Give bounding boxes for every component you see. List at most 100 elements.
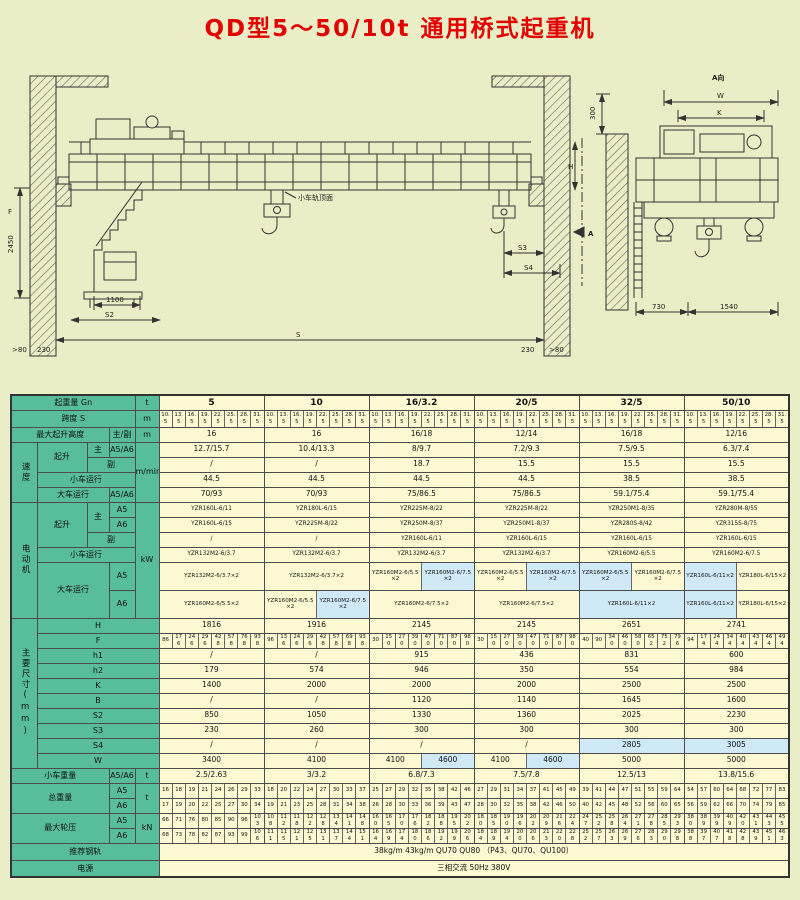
side-view-trolley: [89, 115, 185, 155]
cell: 1120: [368, 692, 475, 709]
cell: 16/18: [578, 426, 685, 443]
dim-2450-label: 2450: [7, 235, 15, 253]
wheel-load-label: 最大轮压: [10, 812, 110, 844]
cell: 1816: [158, 617, 265, 634]
cell: YZR132M2-6/3.7: [368, 546, 475, 563]
cell: 2651: [578, 617, 685, 634]
cell: YZR160L-6/11×2: [578, 589, 685, 619]
cell: 946: [368, 662, 475, 679]
cell: YZR132M2-6/3.7×2: [158, 561, 265, 591]
cell: 3400: [158, 752, 265, 769]
cell: YZR250M1-8/37: [473, 516, 580, 533]
cell: 8/9.7: [368, 441, 475, 458]
cell: YZR160L-6/15: [683, 531, 790, 548]
cell: 44.5: [473, 471, 580, 488]
section-motor: 电动机: [10, 501, 38, 619]
cell: 2500: [578, 677, 685, 694]
cell: YZR160M2-6/7.5×2: [473, 589, 580, 619]
cell: YZR315S-8/75: [683, 516, 790, 533]
cell: 260: [263, 722, 370, 739]
a5a6-label: A5/A6: [108, 486, 136, 503]
cell: 1645: [578, 692, 685, 709]
cell: 300: [368, 722, 475, 739]
cell: /: [263, 456, 370, 473]
span-unit: m: [134, 409, 160, 428]
cell: YZR160L-6/11: [368, 531, 475, 548]
dim-gt80-right-label: >80: [549, 346, 564, 354]
cell: /: [158, 737, 265, 754]
cell: 2000: [368, 677, 475, 694]
cell: /: [158, 647, 265, 664]
side-view-stairs-cab: [83, 181, 143, 308]
cell: 554: [578, 662, 685, 679]
cell: /: [158, 692, 265, 709]
dim-f-label: F: [8, 208, 12, 216]
cell: 6.8/7.3: [368, 767, 475, 784]
dim-300-label: 300: [589, 107, 597, 120]
cell: 2230: [683, 707, 790, 724]
cell: /: [263, 737, 370, 754]
total-weight-label: 总重量: [10, 782, 110, 814]
cell: YZR132M2-6/3.7: [473, 546, 580, 563]
cell: 32/5: [578, 394, 685, 411]
dim-span-label: S: [296, 331, 301, 339]
cell: 70/93: [263, 486, 370, 503]
dim-S2-label: S2: [36, 707, 160, 724]
cell: 2145: [473, 617, 580, 634]
hoist-label: 起升: [36, 441, 88, 473]
cell: 1916: [263, 617, 370, 634]
dim-h1-label: h1: [36, 647, 160, 664]
end-view: [596, 90, 779, 316]
cell: 2000: [263, 677, 370, 694]
row-rail: 推荐钢轨 38kg/m 43kg/m QU70 QU80 （P43、QU70、Q…: [10, 842, 790, 861]
cell: 179: [158, 662, 265, 679]
cell: 436: [473, 647, 580, 664]
height-unit: m: [134, 426, 160, 443]
cell: 850: [158, 707, 265, 724]
dim-h-label: H: [568, 163, 573, 171]
cell: 300: [578, 722, 685, 739]
side-view-aux-hook: [490, 190, 516, 234]
dim-W-label: W: [36, 752, 160, 769]
dim-s3-label: S3: [518, 244, 527, 252]
cell: YZR225M-8/22: [368, 501, 475, 518]
wheel-unit: kN: [134, 812, 160, 844]
cell: 5000: [578, 752, 685, 769]
cell: YZR225M-8/22: [263, 516, 370, 533]
cell: 2025: [578, 707, 685, 724]
cell: /: [263, 692, 370, 709]
aux-label: 副: [86, 531, 136, 548]
dim-K-label: K: [36, 677, 160, 694]
cell: 574: [263, 662, 370, 679]
dim-w-label: W: [717, 92, 724, 100]
row-power: 电源 三相交流 50Hz 380V: [10, 859, 790, 878]
cell: 1330: [368, 707, 475, 724]
cell: 1400: [158, 677, 265, 694]
cell: 44.5: [263, 471, 370, 488]
cell: YZR132M2-6/3.7: [158, 546, 265, 563]
bridge-travel-label: 大车运行: [36, 561, 110, 619]
